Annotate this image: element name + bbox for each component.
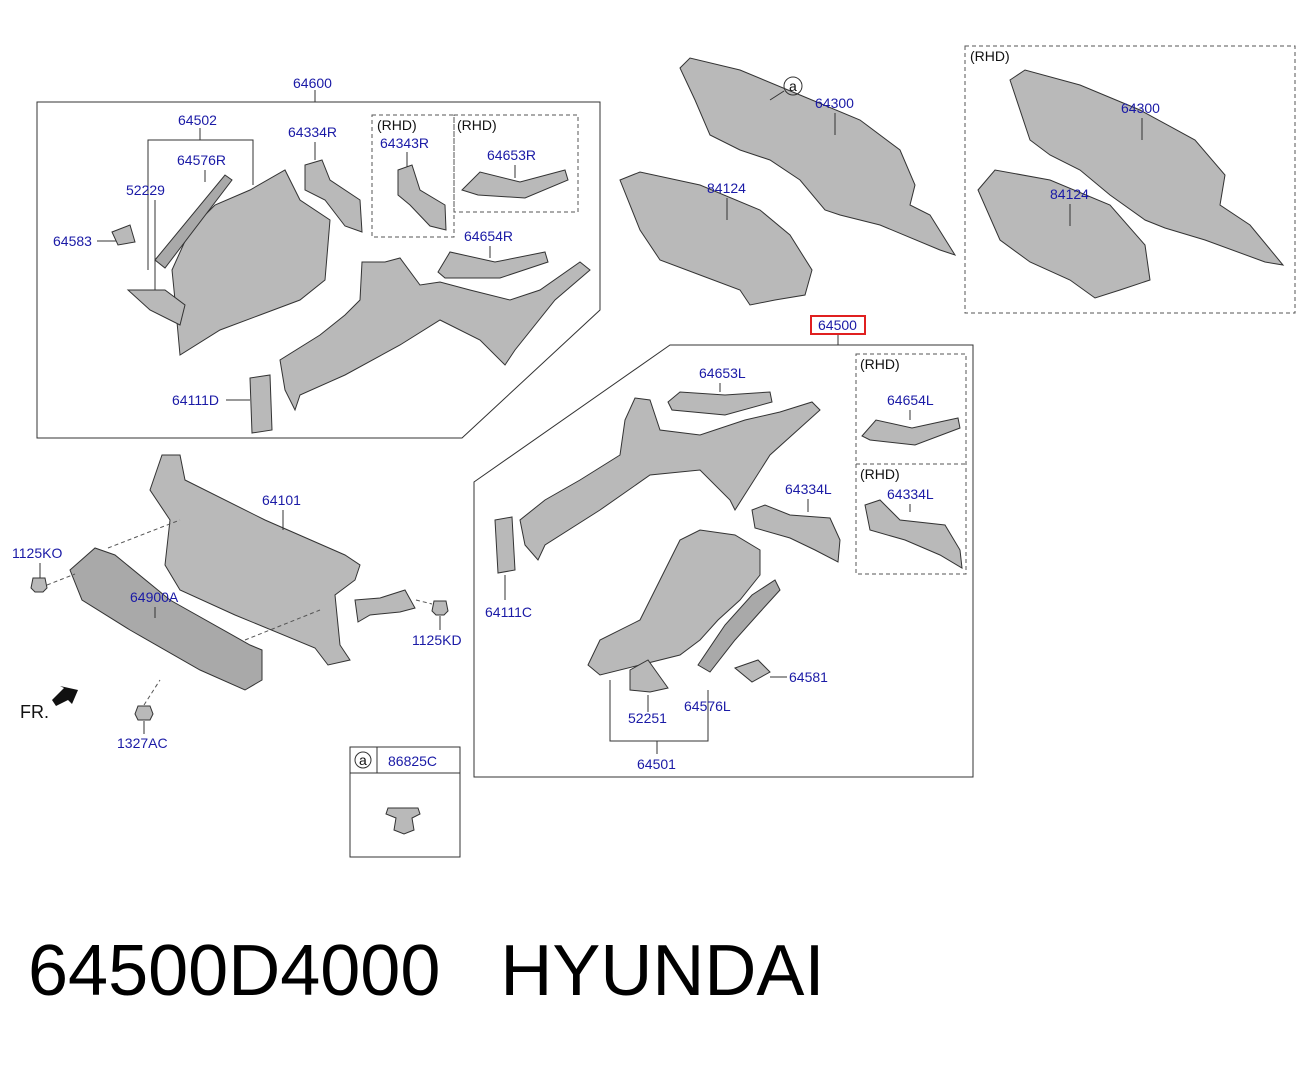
member-64654R-part [437, 251, 549, 279]
label-64654R[interactable]: 64654R [464, 228, 513, 244]
label-64334L[interactable]: 64334L [785, 481, 832, 497]
panel-64334L-rhd-part [864, 499, 963, 569]
label-86825C[interactable]: 86825C [388, 753, 437, 769]
wheelhouse-right-part [171, 169, 331, 356]
apron-64576L-part [697, 579, 781, 673]
label-64653L[interactable]: 64653L [699, 365, 746, 381]
caption-gap [440, 931, 500, 1011]
front-side-member-left-part [519, 397, 821, 561]
panel-64334R-part [304, 159, 363, 233]
label-1125KD[interactable]: 1125KD [412, 632, 462, 648]
label-64334L-rhd[interactable]: 64334L [887, 486, 934, 502]
bracket-64111D-part [249, 374, 273, 434]
bumper-beam-64900A-part [69, 547, 263, 691]
rhd-note-4: (RHD) [860, 356, 900, 372]
label-64500-highlight [810, 315, 866, 335]
rhd-note-5: (RHD) [860, 466, 900, 482]
member-64653L-part [667, 391, 773, 416]
panel-64334L-part [751, 504, 841, 563]
dash-insulator-84124-rhd-part [977, 169, 1151, 299]
clip-86825C-part [385, 807, 421, 835]
member-64654L-rhd-part [861, 417, 961, 446]
label-64500[interactable]: 64500 [818, 317, 857, 333]
dash-insulator-84124-part [619, 171, 813, 306]
panel-64343R-part [397, 164, 447, 231]
label-64111C[interactable]: 64111C [485, 604, 532, 620]
label-64654L[interactable]: 64654L [887, 392, 934, 408]
label-84124-rhd[interactable]: 84124 [1050, 186, 1089, 202]
bracket-64581-part [733, 659, 771, 683]
label-64111D[interactable]: 64111D [172, 392, 219, 408]
label-64334R[interactable]: 64334R [288, 124, 337, 140]
gusset-52229-part [126, 289, 186, 326]
label-64653R[interactable]: 64653R [487, 147, 536, 163]
label-64600[interactable]: 64600 [293, 75, 332, 91]
rhd-note-3: (RHD) [970, 48, 1010, 64]
circle-a-top [783, 76, 803, 96]
rhd-dash-group: (RHD) 64300 84124 [964, 45, 1296, 314]
dash-panel-64300-part [679, 57, 957, 256]
nut-1327AC-part [134, 705, 154, 721]
label-64343R[interactable]: 64343R [380, 135, 429, 151]
front-arrow-icon [52, 686, 78, 706]
bolt-1125KD-part [431, 600, 449, 616]
bracket-64111C-part [494, 516, 516, 574]
label-84124-left[interactable]: 84124 [707, 180, 746, 196]
label-64300-rhd[interactable]: 64300 [1121, 100, 1160, 116]
label-64576L[interactable]: 64576L [684, 698, 731, 714]
label-64583[interactable]: 64583 [53, 233, 92, 249]
part-number: 64500D4000 [28, 931, 441, 1011]
label-52229[interactable]: 52229 [126, 182, 165, 198]
radiator-support-group: 64101 64900A 1125KO 1125KD 1327AC FR. [12, 454, 462, 751]
label-64101[interactable]: 64101 [262, 492, 301, 508]
label-1327AC[interactable]: 1327AC [117, 735, 168, 751]
rhd-note-1: (RHD) [377, 117, 417, 133]
group-64500: 64500 64653L (RHD) 64654L (RHD) 64334L 6… [473, 315, 974, 778]
circle-a-box: a [359, 752, 367, 768]
wheelhouse-left-part [587, 529, 761, 676]
label-64576R[interactable]: 64576R [177, 152, 226, 168]
rhd-note-2: (RHD) [457, 117, 497, 133]
front-side-member-right-part [279, 257, 591, 412]
dash-panel-group: a 64300 84124 [619, 57, 957, 306]
radiator-support-64101-part [149, 454, 361, 666]
label-64900A[interactable]: 64900A [130, 589, 179, 605]
radiator-support-side-part [354, 589, 416, 623]
apron-reinforcement-part [154, 174, 233, 269]
dash-panel-64300-rhd-part [1009, 69, 1285, 266]
label-64300-left[interactable]: 64300 [815, 95, 854, 111]
part-caption: 64500D4000 HYUNDAI [28, 930, 824, 1012]
brand-name: HYUNDAI [500, 931, 825, 1011]
clip-legend-box: a 86825C [349, 746, 461, 858]
bracket-64583-part [111, 224, 136, 246]
label-52251[interactable]: 52251 [628, 710, 667, 726]
circle-a-top-letter: a [789, 78, 797, 94]
gusset-52251-part [629, 659, 669, 693]
bolt-1125KO-part [30, 577, 48, 593]
label-64501[interactable]: 64501 [637, 756, 676, 772]
group-64600: 64600 64502 64576R 52229 64583 64334R (R… [36, 75, 601, 439]
label-64502[interactable]: 64502 [178, 112, 217, 128]
member-64653R-part [461, 169, 569, 199]
label-1125KO[interactable]: 1125KO [12, 545, 62, 561]
label-64581[interactable]: 64581 [789, 669, 828, 685]
front-marker: FR. [20, 702, 49, 722]
